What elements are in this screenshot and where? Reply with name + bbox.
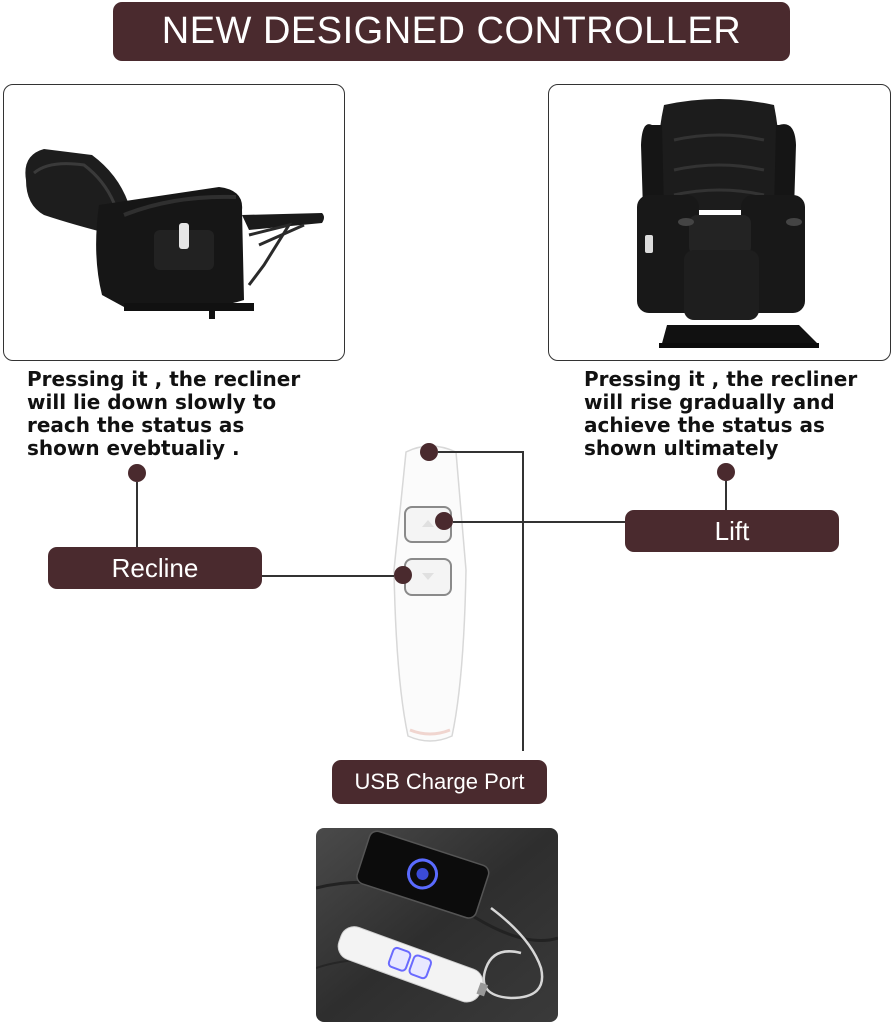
reclined-chair-image <box>3 84 345 361</box>
recline-button-connector <box>262 575 394 577</box>
recline-arrow-icon <box>422 573 434 580</box>
recline-caption-connector <box>136 482 138 548</box>
usb-charge-port-label: USB Charge Port <box>332 760 547 804</box>
page-title-banner: NEW DESIGNED CONTROLLER <box>113 2 790 61</box>
lift-description: Pressing it , the recliner will rise gra… <box>584 367 858 460</box>
usb-charging-photo <box>316 828 558 1022</box>
recline-caption-dot <box>128 464 146 482</box>
lift-label: Lift <box>625 510 839 552</box>
usb-port-connector <box>522 451 524 751</box>
recline-description: Pressing it , the recliner will lie down… <box>27 367 301 460</box>
lift-arrow-icon <box>422 520 434 527</box>
lift-button-dot <box>435 512 453 530</box>
lift-caption-connector <box>725 481 727 511</box>
lift-caption-dot <box>717 463 735 481</box>
usb-port-dot <box>420 443 438 461</box>
usb-port-connector-top <box>438 451 523 453</box>
recline-button-dot <box>394 566 412 584</box>
lifted-chair-image <box>548 84 891 361</box>
lift-button-connector <box>453 521 625 523</box>
recline-label: Recline <box>48 547 262 589</box>
